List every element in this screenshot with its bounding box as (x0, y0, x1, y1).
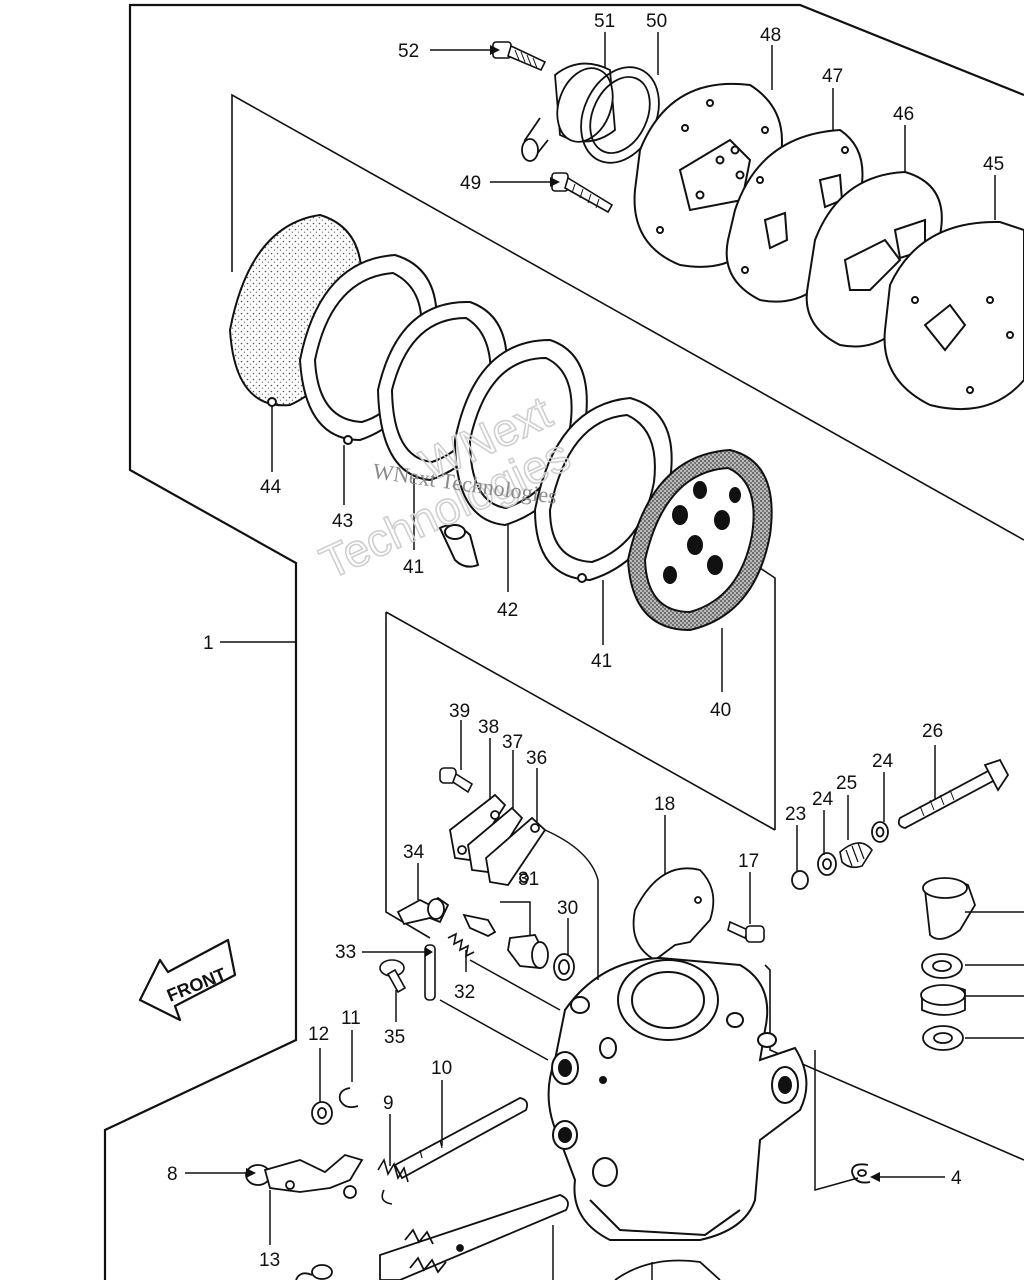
callout-10: 10 (431, 1058, 452, 1079)
leader-lines (185, 32, 996, 1280)
callout-9: 9 (383, 1093, 394, 1114)
callout-40: 40 (710, 700, 731, 721)
bottom-float-bowl (614, 1259, 721, 1280)
part-40-diaphragm-plate (626, 448, 773, 632)
callout-42: 42 (497, 600, 518, 621)
part-24-washer-a (817, 852, 837, 876)
pump-group-bracket (231, 93, 1024, 541)
callout-51: 51 (594, 11, 615, 32)
part-34-lever (396, 896, 450, 926)
callout-26: 26 (922, 721, 943, 742)
callout-31: 31 (518, 869, 539, 890)
callout-41b: 41 (591, 651, 612, 672)
callout-44: 44 (260, 477, 282, 498)
leader-arrowheads (246, 45, 880, 1182)
callout-37: 37 (502, 732, 523, 753)
part-18-gasket (632, 867, 715, 962)
callout-41a: 41 (403, 557, 424, 578)
part-17-screw (727, 920, 765, 943)
callout-48: 48 (760, 25, 781, 46)
callout-labels: 52 51 50 48 47 46 45 49 44 43 41 42 41 4… (167, 11, 1004, 1271)
part-26-pilot-screw (897, 758, 1010, 829)
callout-4: 4 (951, 1168, 962, 1189)
part-49-screw (551, 172, 614, 214)
callout-36: 36 (526, 748, 547, 769)
callout-47: 47 (822, 66, 843, 87)
right-leader-lines (965, 911, 1024, 1039)
front-direction-arrow: FRONT (138, 938, 237, 1022)
callout-8: 8 (167, 1164, 178, 1185)
part-24-washer-b (871, 821, 889, 843)
part-32-spring (447, 932, 475, 958)
main-jet-set (920, 877, 976, 1051)
part-23-o-ring (791, 870, 809, 890)
part-51-fitting (521, 62, 616, 162)
part-52-bolt (492, 41, 547, 72)
valve-group-bracket (385, 567, 1024, 1161)
callout-52: 52 (398, 41, 419, 62)
part-30-washer (553, 953, 575, 981)
callout-35: 35 (384, 1027, 405, 1048)
callout-30: 30 (557, 898, 578, 919)
callout-13: 13 (259, 1250, 280, 1271)
callout-39: 39 (449, 701, 470, 722)
callout-33: 33 (335, 942, 356, 963)
callout-11: 11 (341, 1008, 361, 1029)
callout-18: 18 (654, 794, 675, 815)
callout-1: 1 (203, 633, 214, 654)
part-12-washer (311, 1101, 333, 1125)
part-38-37-36-valve-plates (449, 793, 547, 886)
part-8-lever-arm (245, 1153, 364, 1199)
part-35-screw (379, 959, 407, 994)
frame-outline (103, 3, 1024, 1280)
callout-12: 12 (308, 1024, 329, 1045)
part-33-pin (424, 944, 436, 1001)
callout-43: 43 (332, 511, 353, 532)
callout-38: 38 (478, 717, 499, 738)
lower-choke-shaft (379, 1194, 569, 1280)
bottom-clip (295, 1264, 333, 1280)
callout-50: 50 (646, 11, 667, 32)
part-4-clip (851, 1163, 871, 1184)
callout-24b: 24 (872, 751, 894, 772)
part-45-cover-plate (883, 220, 1024, 411)
callout-45: 45 (983, 154, 1004, 175)
part-10-shaft (393, 1097, 529, 1180)
part-9-spring (377, 1158, 409, 1205)
carburetor-body (547, 956, 808, 1241)
part-11-clip (338, 1087, 359, 1109)
part-39-screw (439, 767, 474, 794)
part-31-needle-valve (462, 913, 549, 969)
callout-34: 34 (403, 842, 425, 863)
callout-46: 46 (893, 104, 914, 125)
callout-32: 32 (454, 982, 475, 1003)
callout-25: 25 (836, 773, 857, 794)
part-25-spring (839, 842, 873, 869)
callout-23: 23 (785, 804, 806, 825)
callout-49: 49 (460, 173, 481, 194)
callout-24a: 24 (812, 789, 834, 810)
callout-17: 17 (738, 851, 759, 872)
